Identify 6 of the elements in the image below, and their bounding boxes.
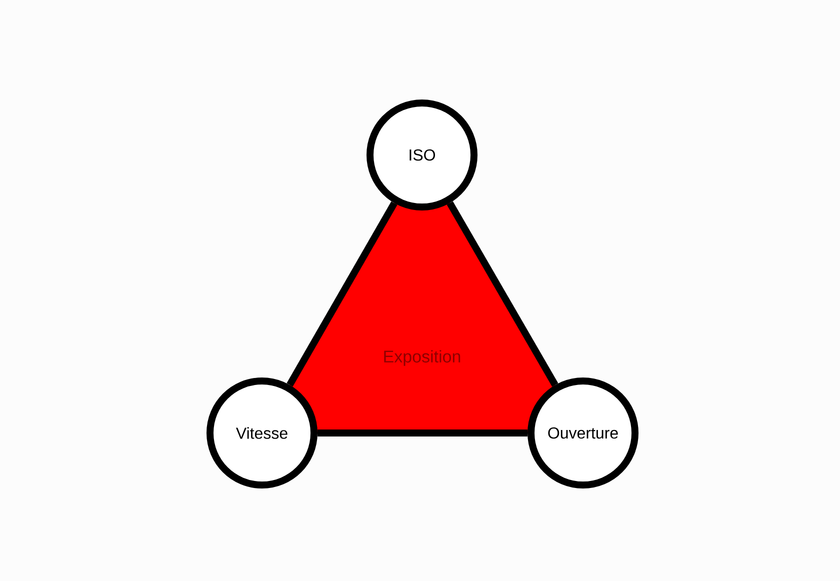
circle-node: Ouverture — [528, 378, 638, 488]
circle-node: Vitesse — [206, 378, 318, 488]
triangle-side — [318, 430, 528, 436]
circle-node: ISO — [366, 100, 478, 210]
triangle-side — [286, 201, 398, 387]
triangle-side — [446, 201, 558, 387]
